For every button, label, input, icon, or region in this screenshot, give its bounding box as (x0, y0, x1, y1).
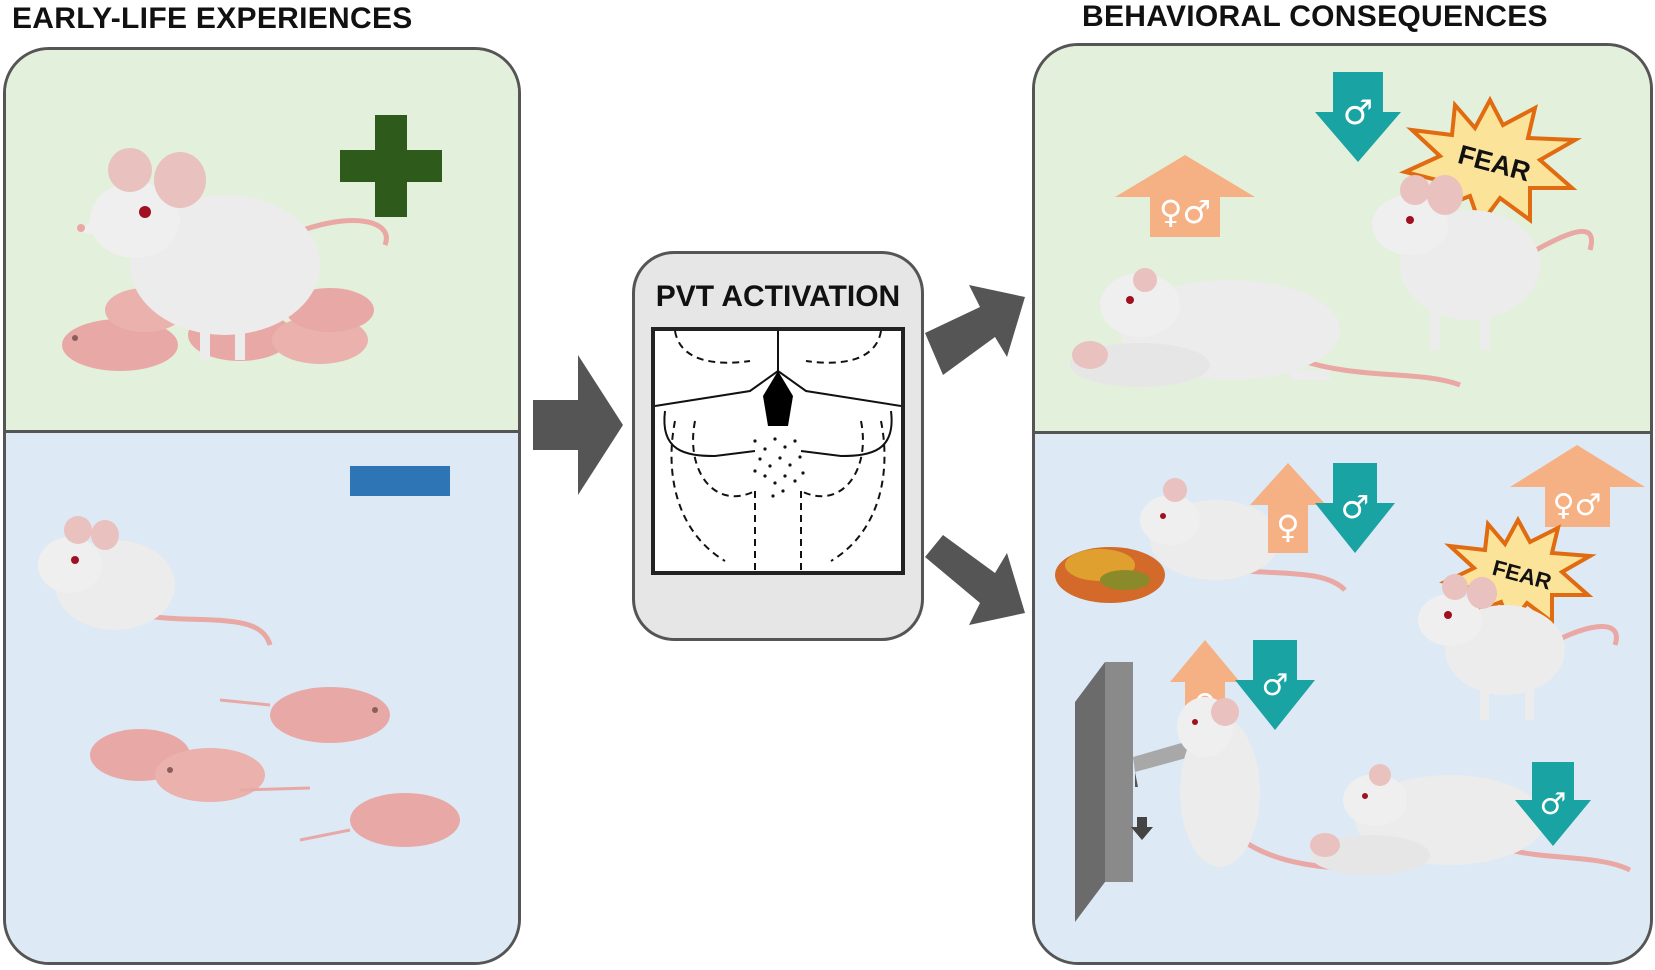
lever-press-rat-illustration (1075, 662, 1386, 922)
male-symbol: ♂ (1262, 668, 1289, 703)
increase-both-sexes-arrow-bottom: ♀♂ (1510, 445, 1645, 527)
increase-female-arrow-food: ♀ (1250, 463, 1326, 553)
female-symbol: ♀ (1276, 508, 1299, 546)
social-play-rats-illustration-bottom (1310, 764, 1632, 875)
male-symbol: ♂ (1540, 787, 1567, 822)
brain-section-diagram (651, 327, 905, 575)
decrease-male-arrow-food: ♂ (1315, 463, 1395, 553)
plus-sign-icon: + (340, 115, 442, 217)
female-male-symbol: ♀♂ (1159, 193, 1211, 231)
pvt-activation-box: PVT ACTIVATION (632, 251, 924, 641)
fearful-rat-illustration-bottom (1418, 574, 1619, 720)
decrease-male-arrow-lever: ♂ (1235, 640, 1315, 730)
mother-rat-alone-illustration (38, 516, 273, 646)
flow-arrow-to-positive-outcome (925, 285, 1025, 375)
early-life-panel (3, 47, 521, 965)
feeding-rat-illustration (1055, 478, 1347, 603)
female-male-symbol: ♀♂ (1553, 488, 1602, 523)
mother-with-pups-illustration (62, 148, 389, 371)
negative-experience-section (6, 433, 518, 962)
flow-arrow-to-negative-outcome (925, 535, 1025, 625)
male-symbol: ♂ (1341, 488, 1370, 526)
right-heading: BEHAVIORAL CONSEQUENCES (1082, 0, 1548, 33)
pvt-activation-title: PVT ACTIVATION (655, 280, 901, 313)
decrease-male-arrow-play: ♂ (1515, 762, 1591, 846)
positive-experience-section (6, 50, 518, 433)
left-heading: EARLY-LIFE EXPERIENCES (12, 2, 413, 35)
scattered-pups-illustration (90, 687, 460, 847)
decrease-male-arrow-top: ♂ (1315, 72, 1401, 162)
fearful-rat-illustration-top (1372, 175, 1594, 350)
male-symbol: ♂ (1343, 93, 1373, 133)
minus-sign-icon: − (350, 466, 450, 496)
brain-outline-drawing (654, 330, 902, 571)
increase-both-sexes-arrow-top: ♀♂ (1115, 155, 1255, 237)
social-play-rats-illustration (1070, 268, 1461, 388)
flow-arrow-to-pvt (533, 355, 623, 495)
